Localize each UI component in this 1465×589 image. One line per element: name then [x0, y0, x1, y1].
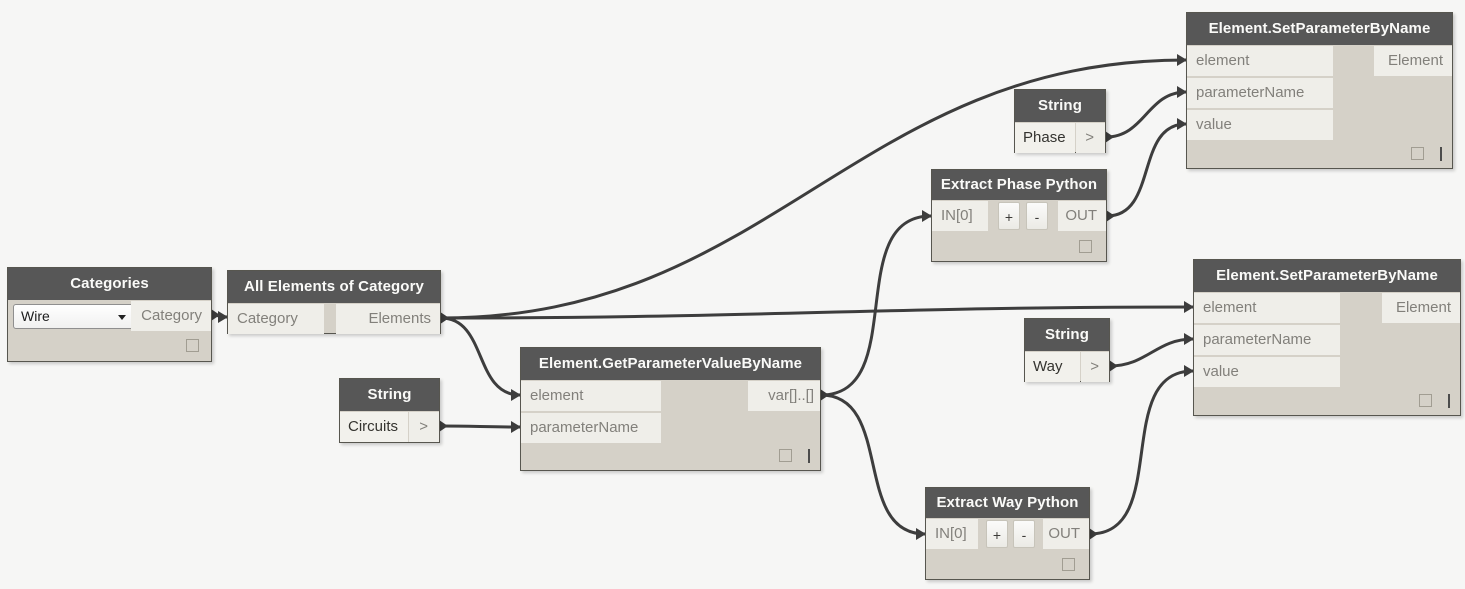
port-input-in0[interactable]: IN[0]: [932, 201, 988, 231]
node-set-parameter-by-name-way: Element.SetParameterByName element param…: [1193, 259, 1461, 416]
string-phase-input[interactable]: Phase: [1015, 123, 1075, 153]
input-port-nub: [1184, 333, 1194, 345]
output-port-nub: [1106, 210, 1115, 222]
preview-checkbox[interactable]: [779, 449, 792, 462]
input-port-nub: [1184, 365, 1194, 377]
input-port-nub: [1177, 54, 1187, 66]
port-output-out[interactable]: OUT: [1058, 201, 1106, 231]
port-input-category[interactable]: Category: [228, 304, 324, 334]
wire-string_circuits.>--get_parameter.parameterName[interactable]: [438, 424, 522, 429]
remove-input-button[interactable]: -: [1026, 202, 1048, 230]
node-title-string-way[interactable]: String: [1025, 319, 1109, 351]
input-port-nub: [511, 421, 521, 433]
node-title-set-parameter-way[interactable]: Element.SetParameterByName: [1194, 260, 1460, 292]
preview-checkbox[interactable]: [186, 339, 199, 352]
categories-dropdown[interactable]: Wire: [13, 304, 135, 329]
port-input-value[interactable]: value: [1187, 110, 1333, 140]
input-port-nub: [922, 210, 932, 222]
port-input-element[interactable]: element: [1194, 293, 1340, 323]
wire-string_phase.>--set_parameter_phase.parameterName[interactable]: [1104, 90, 1188, 139]
node-title-categories[interactable]: Categories: [8, 268, 211, 300]
output-port-nub: [211, 309, 220, 321]
node-title-set-parameter-phase[interactable]: Element.SetParameterByName: [1187, 13, 1452, 45]
wire-all_elements_of_category.Elements--set_parameter_phase.element[interactable]: [439, 58, 1188, 320]
port-output-elements[interactable]: Elements: [336, 304, 440, 334]
node-string-way: String Way >: [1024, 318, 1110, 382]
port-output-var[interactable]: var[]..[]: [748, 381, 820, 411]
preview-checkbox[interactable]: [1079, 240, 1092, 253]
port-input-value[interactable]: value: [1194, 357, 1340, 387]
output-port-nub: [1105, 131, 1114, 143]
node-get-parameter-value-by-name: Element.GetParameterValueByName element …: [520, 347, 821, 471]
preview-checkbox[interactable]: [1419, 394, 1432, 407]
chevron-down-icon: [118, 315, 126, 320]
node-set-parameter-by-name-phase: Element.SetParameterByName element param…: [1186, 12, 1453, 169]
output-port-nub: [1089, 528, 1098, 540]
port-input-element[interactable]: element: [1187, 46, 1333, 76]
add-input-button[interactable]: +: [998, 202, 1020, 230]
node-title-string-phase[interactable]: String: [1015, 90, 1105, 122]
node-categories: Categories Wire Category: [7, 267, 212, 362]
add-input-button[interactable]: +: [986, 520, 1008, 548]
output-port-nub: [820, 389, 829, 401]
port-input-parametername[interactable]: parameterName: [521, 413, 661, 443]
wire-get_parameter.var--extract_phase.IN0[interactable]: [819, 214, 933, 397]
categories-dropdown-value: Wire: [21, 308, 50, 324]
node-title-all-elements[interactable]: All Elements of Category: [228, 271, 440, 303]
input-port-nub: [1177, 86, 1187, 98]
port-input-in0[interactable]: IN[0]: [926, 519, 978, 549]
output-port-nub: [439, 420, 448, 432]
node-extract-phase-python: Extract Phase Python IN[0] + - OUT: [931, 169, 1107, 262]
wire-extract_phase.OUT--set_parameter_phase.value[interactable]: [1105, 122, 1188, 218]
port-output-element[interactable]: Element: [1374, 46, 1452, 76]
node-string-phase: String Phase >: [1014, 89, 1106, 153]
port-output-string-circuits[interactable]: >: [409, 412, 439, 442]
wire-get_parameter.var--extract_way.IN0[interactable]: [819, 393, 927, 536]
input-port-nub: [1177, 118, 1187, 130]
string-circuits-input[interactable]: Circuits: [340, 412, 408, 442]
port-output-string-phase[interactable]: >: [1076, 123, 1105, 153]
lacing-indicator: [1448, 394, 1450, 408]
node-title-string-circuits[interactable]: String: [340, 379, 439, 411]
port-input-parametername[interactable]: parameterName: [1187, 78, 1333, 108]
node-title-extract-phase[interactable]: Extract Phase Python: [932, 170, 1106, 200]
output-port-nub: [440, 312, 449, 324]
port-output-out[interactable]: OUT: [1043, 519, 1089, 549]
node-extract-way-python: Extract Way Python IN[0] + - OUT: [925, 487, 1090, 580]
port-input-element[interactable]: element: [521, 381, 661, 411]
input-port-nub: [511, 389, 521, 401]
preview-checkbox[interactable]: [1062, 558, 1075, 571]
remove-input-button[interactable]: -: [1013, 520, 1035, 548]
port-output-string-way[interactable]: >: [1081, 352, 1109, 382]
wire-all_elements_of_category.Elements--get_parameter.element[interactable]: [439, 316, 522, 397]
input-port-nub: [916, 528, 926, 540]
node-title-extract-way[interactable]: Extract Way Python: [926, 488, 1089, 518]
wire-string_way.>--set_parameter_way.parameterName[interactable]: [1108, 337, 1195, 368]
wire-all_elements_of_category.Elements--set_parameter_way.element[interactable]: [439, 305, 1195, 320]
preview-checkbox[interactable]: [1411, 147, 1424, 160]
port-input-parametername[interactable]: parameterName: [1194, 325, 1340, 355]
lacing-indicator: [1440, 147, 1442, 161]
input-port-nub: [1184, 301, 1194, 313]
node-title-get-parameter[interactable]: Element.GetParameterValueByName: [521, 348, 820, 380]
port-output-element[interactable]: Element: [1382, 293, 1460, 323]
string-way-input[interactable]: Way: [1025, 352, 1080, 382]
port-output-category[interactable]: Category: [131, 301, 211, 331]
node-all-elements-of-category: All Elements of Category Category Elemen…: [227, 270, 441, 334]
lacing-indicator: [808, 449, 810, 463]
input-port-nub: [218, 311, 228, 323]
node-string-circuits: String Circuits >: [339, 378, 440, 443]
wire-extract_way.OUT--set_parameter_way.value[interactable]: [1088, 369, 1195, 536]
output-port-nub: [1109, 360, 1118, 372]
